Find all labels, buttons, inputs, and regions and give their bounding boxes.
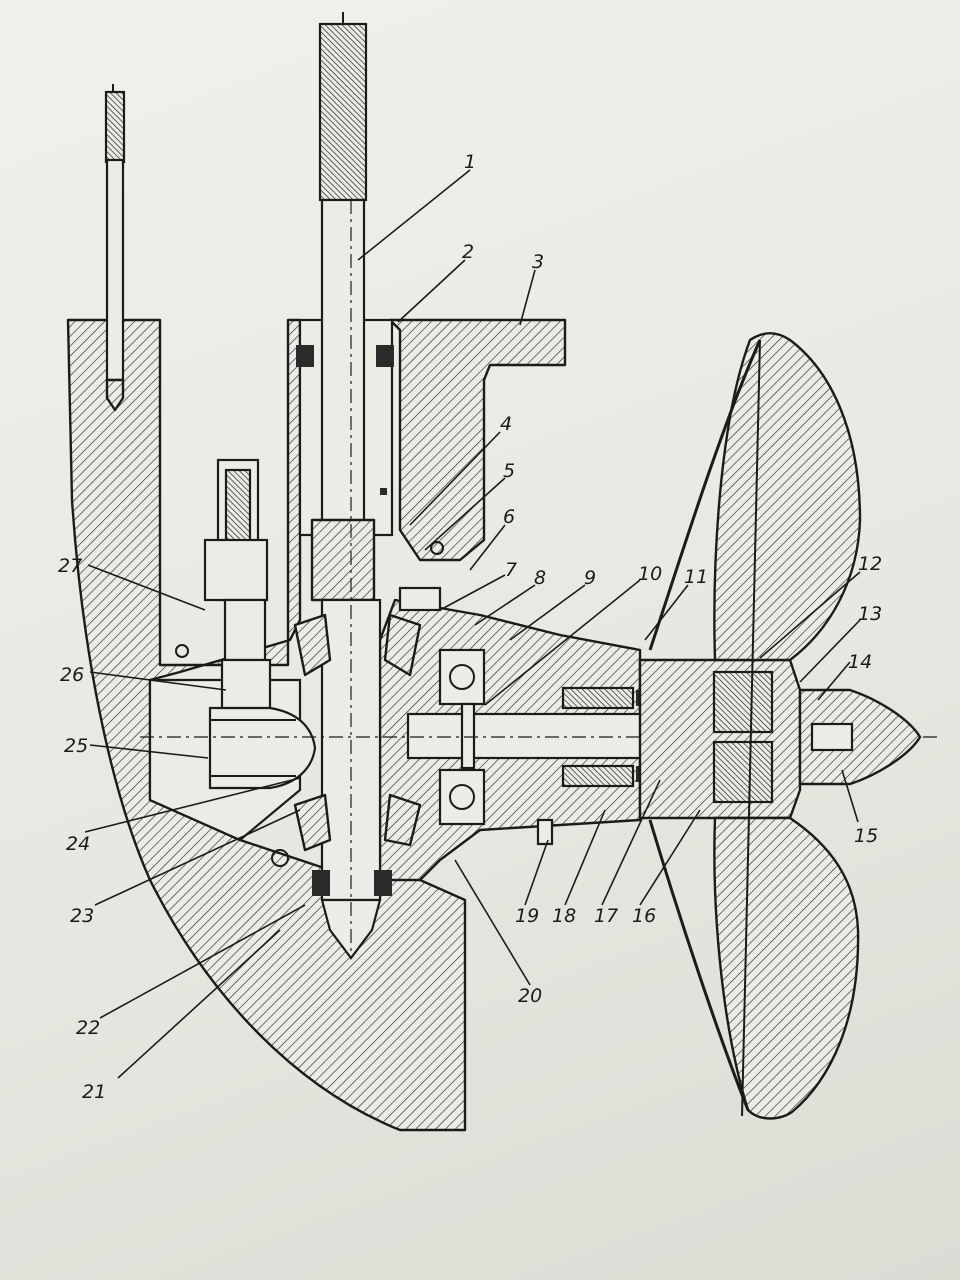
callout-18: 18 — [552, 905, 576, 927]
callout-4: 4 — [500, 413, 512, 435]
callout-9: 9 — [584, 567, 596, 589]
bevel-gears — [293, 613, 422, 896]
callout-14: 14 — [848, 651, 872, 673]
control-rod — [104, 84, 126, 412]
drive-shaft — [310, 12, 387, 960]
callout-23: 23 — [70, 905, 94, 927]
callout-10: 10 — [638, 563, 662, 585]
callout-5: 5 — [503, 460, 515, 482]
shift-mechanism — [203, 458, 317, 790]
propeller-blades — [648, 332, 862, 1120]
leader-lines — [84, 169, 861, 1079]
callout-7: 7 — [505, 559, 517, 581]
callout-15: 15 — [854, 825, 878, 847]
callout-27: 27 — [58, 555, 82, 577]
callout-25: 25 — [64, 735, 88, 757]
callout-6: 6 — [503, 506, 515, 528]
callout-26: 26 — [60, 664, 84, 686]
callout-8: 8 — [534, 567, 546, 589]
callout-17: 17 — [594, 905, 618, 927]
callout-13: 13 — [858, 603, 882, 625]
callout-19: 19 — [515, 905, 539, 927]
callout-11: 11 — [684, 566, 708, 588]
bearings — [438, 648, 486, 826]
upper-seal — [296, 345, 394, 367]
callout-20: 20 — [518, 985, 542, 1007]
callout-12: 12 — [858, 553, 882, 575]
callout-3: 3 — [532, 251, 544, 273]
fasteners — [175, 541, 554, 867]
propeller-hub — [638, 658, 922, 820]
callout-2: 2 — [462, 241, 474, 263]
callout-1: 1 — [464, 151, 476, 173]
callout-16: 16 — [632, 905, 656, 927]
callout-labels: 1 2 3 4 5 6 7 8 9 10 11 12 13 14 15 16 1… — [58, 151, 882, 1103]
callout-21: 21 — [82, 1081, 106, 1103]
callout-22: 22 — [76, 1017, 100, 1039]
callout-24: 24 — [66, 833, 90, 855]
